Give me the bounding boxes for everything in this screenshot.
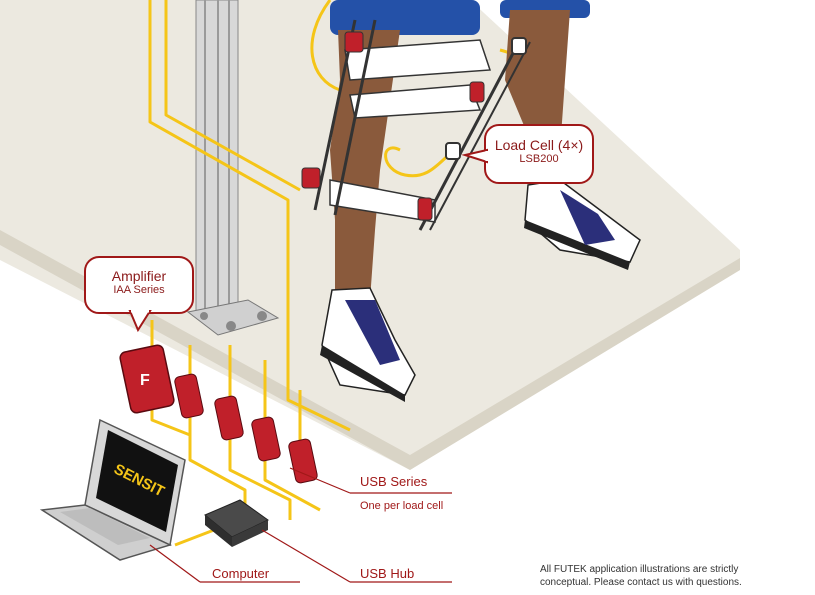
laptop <box>39 418 186 561</box>
cables <box>148 0 537 547</box>
load-cell-model: LSB200 <box>519 153 559 166</box>
shoes <box>320 179 641 402</box>
amplifier-callout: Amplifier IAA Series <box>85 268 193 297</box>
support-pillar <box>186 0 280 336</box>
amplifier-title: Amplifier <box>111 268 167 284</box>
load-cell-callout-bubble <box>461 124 594 184</box>
amplifier-model: IAA Series <box>113 284 165 297</box>
disclaimer: All FUTEK application illustrations are … <box>540 563 800 589</box>
usb-series-note: One per load cell <box>360 500 444 512</box>
usb-hub <box>204 499 269 547</box>
disclaimer-line-1: All FUTEK application illustrations are … <box>540 564 739 575</box>
exoskeleton <box>301 19 531 231</box>
usb-devices <box>174 373 318 484</box>
amplifier-callout-bubble <box>84 256 194 333</box>
leader-lines <box>149 467 452 583</box>
load-cell-callout: Load Cell (4×) LSB200 <box>485 137 593 166</box>
amplifier-device: F <box>119 344 175 414</box>
computer-label: Computer <box>212 566 270 581</box>
disclaimer-line-2: conceptual. Please contact us with quest… <box>540 577 742 588</box>
svg-text:F: F <box>140 372 150 389</box>
usb-hub-label: USB Hub <box>360 566 415 581</box>
load-cell-title: Load Cell (4×) <box>494 137 584 153</box>
usb-series-label: USB Series <box>360 474 428 489</box>
